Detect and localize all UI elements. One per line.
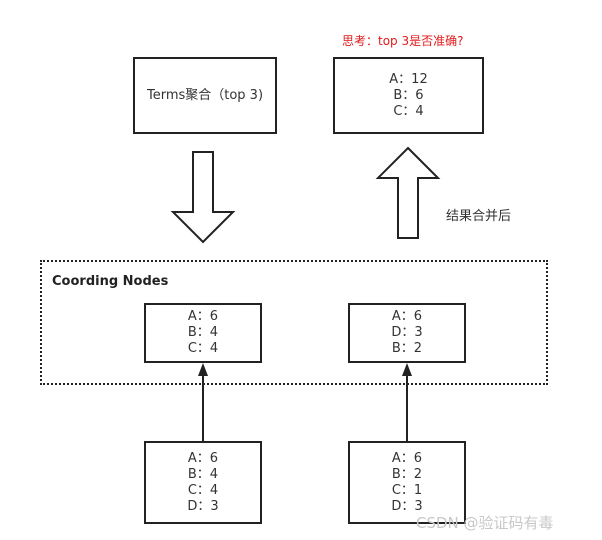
coord-right-row: B：2 bbox=[391, 341, 423, 356]
terms-agg-box: Terms聚合（top 3) bbox=[133, 57, 277, 134]
coord-right-row: A：6 bbox=[391, 309, 423, 324]
shard-right-box: A：6 B：2 C：1 D：3 bbox=[348, 441, 466, 524]
coord-right-row: D：3 bbox=[391, 325, 423, 340]
shard-left-row: B：4 bbox=[187, 466, 219, 482]
merged-result-box: A：12 B：6 C：4 bbox=[333, 57, 484, 134]
shard-right-row: D：3 bbox=[391, 498, 423, 514]
arrowhead-left bbox=[198, 363, 208, 376]
coordinating-nodes-group bbox=[40, 260, 548, 385]
shard-left-row: D：3 bbox=[187, 498, 219, 514]
merge-label: 结果合并后 bbox=[446, 209, 512, 224]
watermark-text: CSDN @验证码有毒 bbox=[416, 514, 554, 532]
coord-left-row: A：6 bbox=[187, 309, 219, 324]
shard-left-row: C：4 bbox=[187, 482, 219, 498]
coord-left-row: C：4 bbox=[187, 341, 219, 356]
coordinating-nodes-title: Coording Nodes bbox=[52, 274, 169, 289]
question-note: 思考：top 3是否准确? bbox=[342, 34, 464, 48]
up-block-arrow bbox=[375, 146, 441, 239]
coord-node-left-box: A：6 B：4 C：4 bbox=[144, 303, 262, 363]
shard-right-row: A：6 bbox=[391, 450, 423, 466]
result-row: B：6 bbox=[393, 87, 424, 103]
shard-right-row: C：1 bbox=[391, 482, 423, 498]
shard-right-row: B：2 bbox=[391, 466, 423, 482]
coord-node-right-box: A：6 D：3 B：2 bbox=[348, 303, 466, 363]
down-block-arrow bbox=[170, 151, 236, 244]
arrowhead-right bbox=[402, 363, 412, 376]
result-row: A：12 bbox=[389, 71, 428, 87]
terms-agg-label: Terms聚合（top 3) bbox=[146, 87, 264, 103]
result-row: C：4 bbox=[393, 103, 424, 119]
coord-left-row: B：4 bbox=[187, 325, 219, 340]
shard-left-box: A：6 B：4 C：4 D：3 bbox=[144, 441, 262, 524]
shard-left-row: A：6 bbox=[187, 450, 219, 466]
